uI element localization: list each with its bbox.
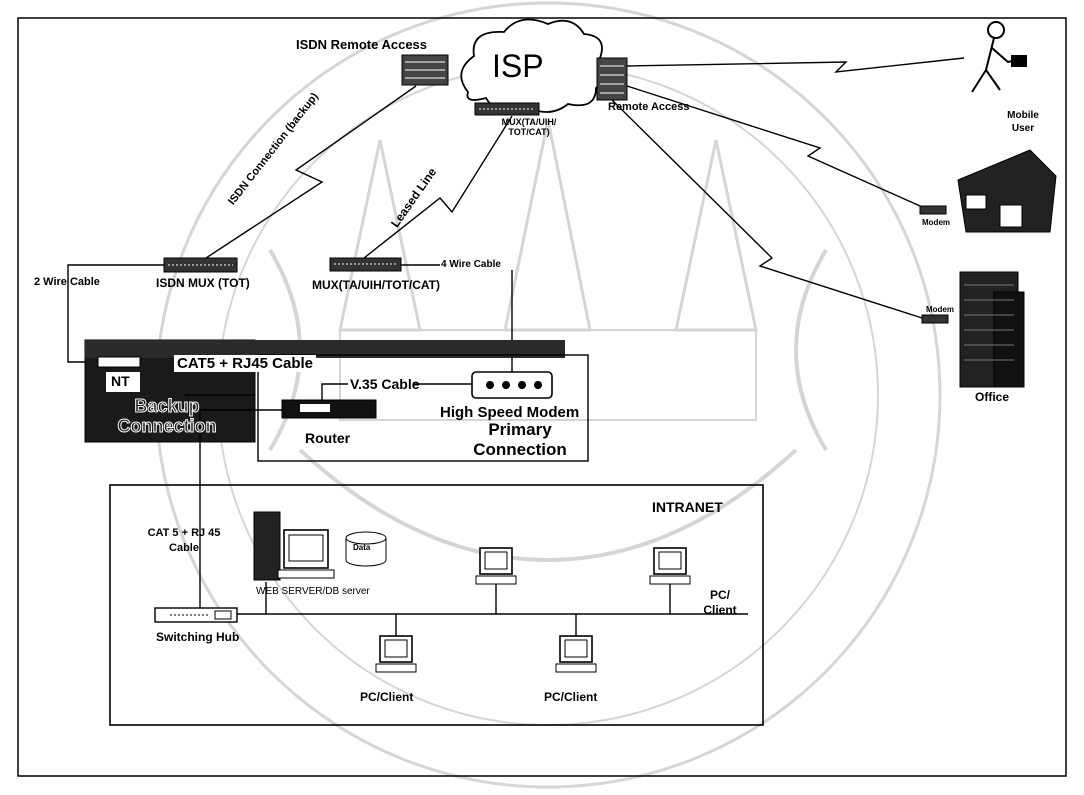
nt-label: NT: [111, 373, 130, 389]
leased-line-link: [363, 115, 513, 259]
v35-cable: [321, 383, 348, 400]
pc-client-right-label: PC/Client: [703, 588, 737, 617]
pc-client-top-middle: [475, 547, 517, 585]
isp-mux-device: [474, 102, 540, 116]
remote-access-device: [596, 57, 628, 101]
outer-frame: [17, 17, 1067, 777]
isp-label: ISP: [492, 48, 544, 84]
switching-hub-device: [154, 607, 238, 623]
mobile-user-figure: [971, 21, 1027, 93]
pc-client-top-right: [649, 547, 691, 585]
data-cylinder: [345, 531, 387, 567]
mid-mux-label: MUX(TA/UIH/TOT/CAT): [312, 278, 440, 292]
web-server-computer: [253, 511, 335, 581]
pc-client-bottom-2-label: PC/Client: [544, 690, 598, 704]
intranet-box: [109, 484, 764, 726]
home-link: [626, 85, 921, 207]
office-link: [611, 99, 923, 319]
watermark-seal: [154, 1, 942, 789]
v35-cable-label: V.35 Cable: [350, 376, 420, 392]
modem-home-label: Modem: [922, 218, 950, 227]
mid-mux-device: [329, 257, 402, 272]
mobile-link: [626, 57, 965, 73]
pc-client-bottom-2: [555, 635, 597, 673]
isdn-remote-access-device: [401, 54, 449, 86]
pc-client-bottom-1-label: PC/Client: [360, 690, 414, 704]
isdn-remote-access-label: ISDN Remote Access: [296, 37, 428, 52]
cat5-cable: [199, 409, 282, 614]
cat5-rj45-label: CAT5 + RJ45 Cable: [174, 355, 317, 372]
wan-links: [67, 57, 965, 375]
switching-hub-label: Switching Hub: [156, 630, 240, 644]
high-speed-modem: [471, 371, 553, 399]
router-device: [281, 399, 377, 419]
two-wire-cable-label: 2 Wire Cable: [34, 276, 100, 288]
isdn-mux-label: ISDN MUX (TOT): [156, 276, 250, 290]
home-building: [919, 149, 1057, 233]
four-wire-cable-label: 4 Wire Cable: [441, 259, 501, 270]
data-label: Data: [353, 543, 371, 552]
remote-access-label: Remote Access: [608, 101, 690, 113]
office-building: [921, 271, 1025, 388]
intranet-label: INTRANET: [652, 499, 723, 515]
router-label: Router: [305, 430, 351, 446]
modem-office-label: Modem: [926, 305, 954, 314]
high-speed-modem-label: High Speed Modem: [440, 404, 580, 421]
isdn-mux-device: [163, 257, 238, 273]
pc-client-bottom-1: [375, 635, 417, 673]
office-label: Office: [975, 390, 1010, 404]
isp-mux-label: MUX(TA/UIH/TOT/CAT): [501, 117, 557, 137]
isdn-backup-link: [205, 85, 417, 259]
web-server-label: WEB SERVER/DB server: [256, 586, 370, 597]
two-wire-cable: [67, 264, 164, 363]
primary-connection-box: [257, 354, 589, 462]
